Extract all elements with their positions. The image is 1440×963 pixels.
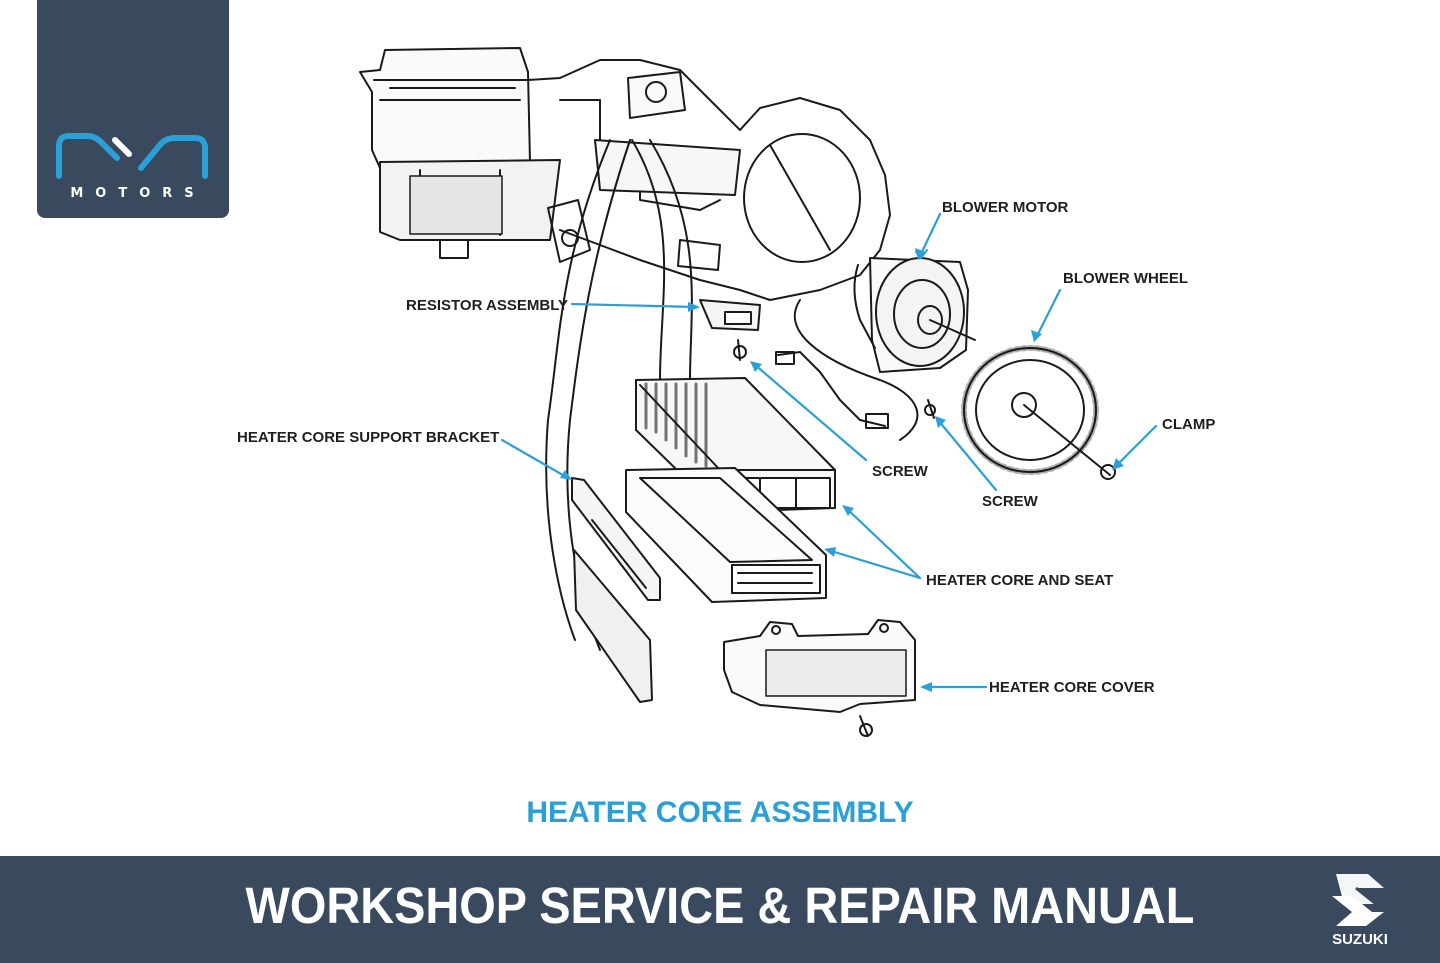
callout-blower-motor [918, 212, 942, 258]
motors-logo-text: MOTORS [70, 186, 206, 201]
motors-logo-box: MOTORS [37, 0, 229, 218]
label-screw-2: SCREW [982, 493, 1038, 510]
heater-core-seat-part [625, 467, 827, 603]
label-blower-motor: BLOWER MOTOR [942, 199, 1069, 216]
label-heater-core-and-seat: HEATER CORE AND SEAT [926, 572, 1114, 589]
label-clamp: CLAMP [1162, 416, 1216, 433]
resistor-assembly-part [699, 299, 761, 361]
suzuki-logo-icon [1332, 874, 1384, 926]
support-bracket-part [571, 477, 661, 703]
suzuki-brand-name: SUZUKI [1332, 931, 1388, 948]
footer-bar: WORKSHOP SERVICE & REPAIR MANUAL SUZUKI [0, 856, 1440, 963]
callout-lines [500, 212, 1158, 689]
label-heater-core-cover: HEATER CORE COVER [989, 679, 1155, 696]
callout-screw-1 [752, 362, 868, 462]
blower-wheel-part [961, 345, 1116, 480]
wire-harness [775, 351, 936, 429]
callout-support-bracket [500, 438, 570, 480]
callout-screw-2 [936, 418, 998, 492]
blower-motor-part [793, 257, 976, 441]
diagram-caption: HEATER CORE ASSEMBLY [526, 796, 914, 829]
label-screw-1: SCREW [872, 463, 928, 480]
callout-heater-core [844, 506, 922, 580]
callout-blower-wheel [1034, 288, 1062, 340]
footer-title: WORKSHOP SERVICE & REPAIR MANUAL [245, 877, 1195, 934]
callout-clamp [1114, 424, 1158, 468]
heater-core-assembly-diagram [359, 47, 1158, 737]
callout-arrowheads [560, 248, 1124, 692]
motors-logo-icon [56, 133, 208, 179]
label-heater-core-support-bracket: HEATER CORE SUPPORT BRACKET [237, 429, 500, 446]
callout-resistor-assembly [570, 302, 698, 309]
heater-core-cover-part [723, 619, 916, 737]
heater-housing [359, 47, 891, 301]
callout-heater-seat [826, 548, 922, 580]
label-resistor-assembly: RESISTOR ASSEMBLY [406, 297, 568, 314]
label-blower-wheel: BLOWER WHEEL [1063, 270, 1188, 287]
